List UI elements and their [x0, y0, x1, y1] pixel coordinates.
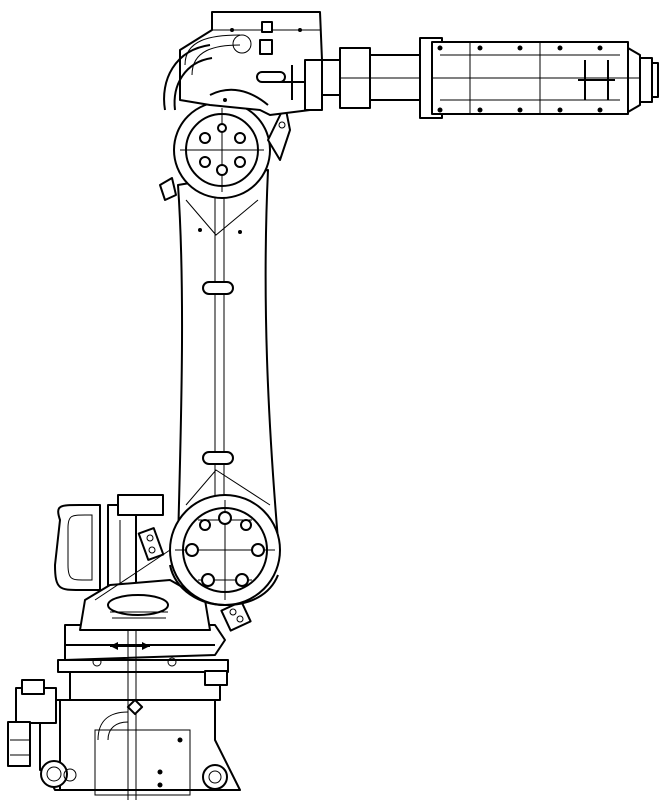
- robot-base: [7, 560, 241, 800]
- shoulder-joint: [159, 101, 291, 201]
- upper-arm-axis-marker: [280, 65, 304, 100]
- forearm-housing: [163, 11, 341, 116]
- forearm-axis-marker: [209, 88, 269, 106]
- elbow-joint: [169, 494, 281, 606]
- forearm-tube: [339, 37, 659, 119]
- lower-motor: [79, 527, 252, 632]
- lower-axis-marker: [110, 642, 150, 650]
- upper-arm-link: [177, 169, 279, 546]
- wrist-axis-marker: [578, 60, 615, 100]
